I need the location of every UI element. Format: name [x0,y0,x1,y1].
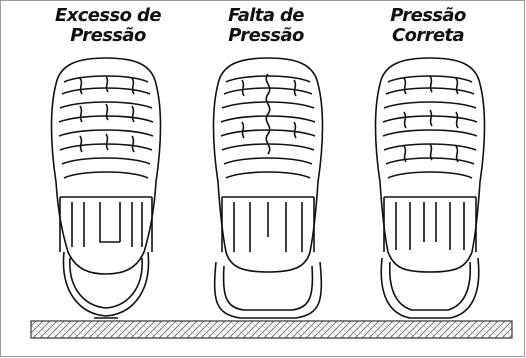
tire-label-line1: Falta de [228,5,304,26]
road-surface [30,320,513,339]
tire-label-correct: Pressão Correta [353,6,503,46]
tire-label-underinflated: Falta de Pressão [191,6,341,46]
tire-label-line1: Excesso de [55,5,162,26]
tire-label-line1: Pressão [390,5,466,26]
tire-label-line2: Pressão [70,25,146,46]
tire-label-line2: Correta [391,25,465,46]
tire-label-overinflated: Excesso de Pressão [33,6,183,46]
tire-underinflated [212,57,324,319]
tire-correct [374,57,486,319]
tire-overinflated [50,57,162,319]
tire-label-line2: Pressão [228,25,304,46]
